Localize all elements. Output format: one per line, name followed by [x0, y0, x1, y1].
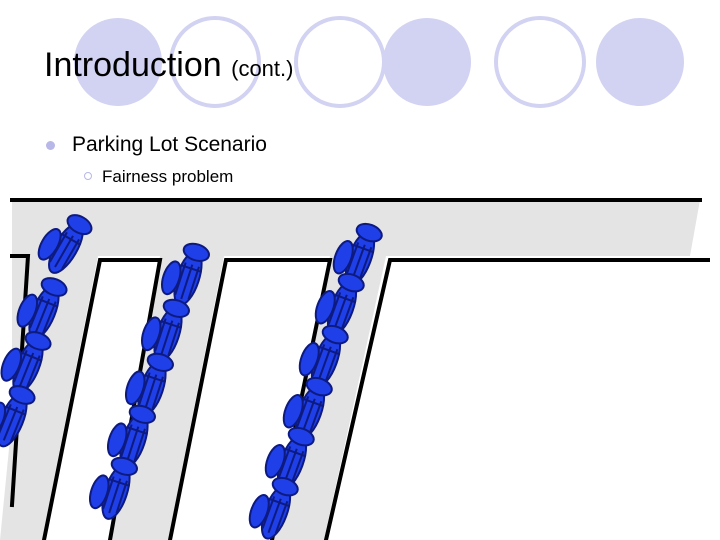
aisle-2 — [110, 256, 224, 540]
title-main: Introduction — [44, 46, 222, 84]
decor-circle — [494, 16, 586, 108]
decor-circle — [74, 18, 162, 106]
main-road — [12, 200, 700, 256]
decor-circle — [169, 16, 261, 108]
decor-circle — [383, 18, 471, 106]
bullet-dot-icon — [46, 141, 55, 150]
sub-bullet-text: Fairness problem — [102, 167, 234, 186]
stall-divider-4 — [323, 258, 710, 540]
title-suffix: (cont.) — [231, 56, 294, 81]
sub-bullet-ring-icon — [84, 172, 92, 180]
slide-title: Introduction (cont.) — [44, 46, 293, 85]
decor-circle — [596, 18, 684, 106]
bullet-text: Parking Lot Scenario — [72, 133, 267, 156]
